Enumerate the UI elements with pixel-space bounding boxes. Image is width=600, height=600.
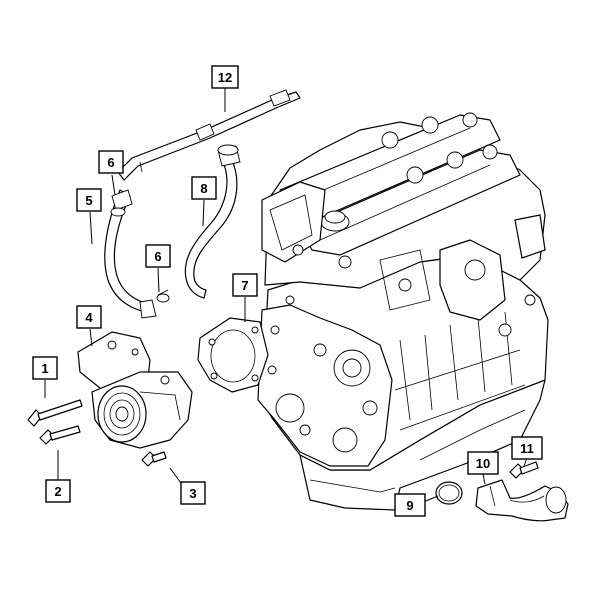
callout-10: 9 (394, 493, 426, 517)
part-2-bolt (39, 425, 81, 445)
callout-label-10: 9 (406, 498, 413, 513)
callout-5: 5 (76, 188, 102, 212)
part-12-bolt (509, 461, 539, 479)
callout-4: 4 (76, 305, 102, 329)
callout-label-3: 3 (189, 486, 196, 501)
callout-3: 3 (180, 481, 206, 505)
callout-label-1: 1 (41, 361, 48, 376)
callout-label-11: 10 (476, 456, 490, 471)
callout-12: 11 (511, 436, 543, 460)
part-6-hose-clamps (110, 207, 170, 303)
callout-6a: 6 (98, 150, 124, 174)
callout-7: 7 (232, 273, 258, 297)
part-5-coolant-hose (104, 189, 157, 319)
callout-1: 1 (32, 356, 58, 380)
part-3-bolt (141, 451, 167, 467)
part-8-coolant-hose (184, 144, 241, 299)
callout-label-9: 12 (218, 70, 232, 85)
part-1-bolt (27, 399, 83, 427)
part-10-o-ring (435, 481, 463, 505)
callout-label-5: 5 (85, 193, 92, 208)
callout-9: 12 (211, 65, 239, 89)
part-4-water-pump (77, 331, 193, 449)
callout-6b: 6 (145, 244, 171, 268)
callout-label-12: 11 (520, 441, 534, 456)
callout-label-4: 4 (85, 310, 93, 325)
callout-label-8: 8 (200, 181, 207, 196)
part-11-coolant-elbow (475, 479, 569, 522)
engine-assembly (257, 112, 549, 511)
callout-label-7: 7 (241, 278, 248, 293)
callout-11: 10 (467, 451, 499, 475)
callout-label-2: 2 (54, 484, 61, 499)
callout-label-6b: 6 (154, 249, 161, 264)
callout-label-6a: 6 (107, 155, 114, 170)
part-7-gasket (197, 317, 269, 393)
callout-8: 8 (191, 176, 217, 200)
callout-2: 2 (45, 479, 71, 503)
part-9-coolant-tube (117, 89, 301, 181)
